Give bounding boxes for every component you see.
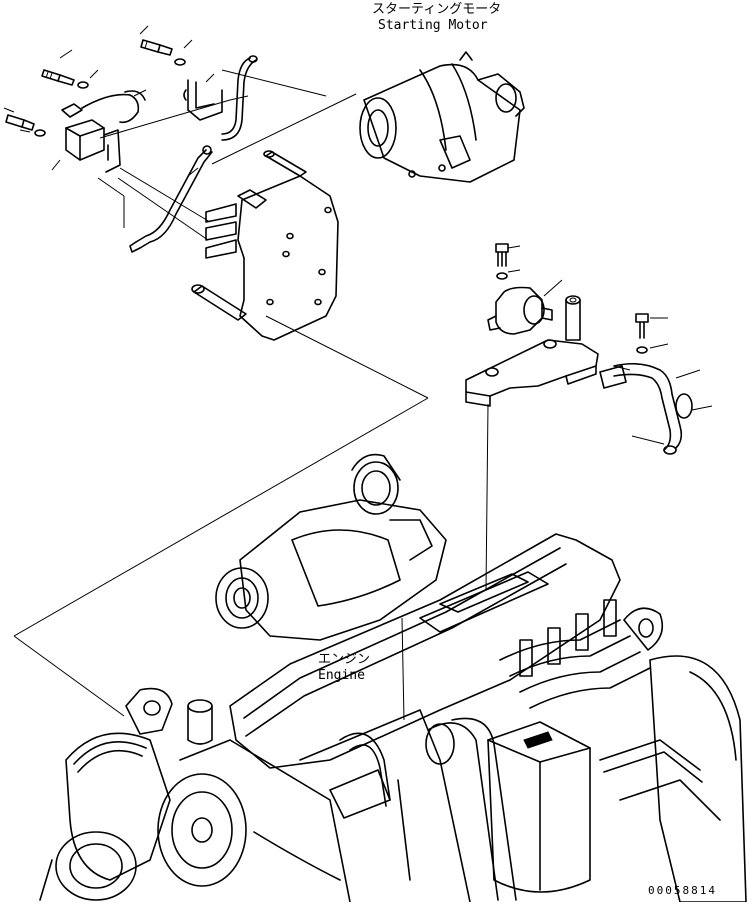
bolt-left bbox=[5, 114, 35, 131]
starting-motor-label-en: Starting Motor bbox=[378, 18, 488, 33]
engine-label-en: Engine bbox=[318, 668, 365, 683]
pipe-elbow bbox=[599, 362, 693, 455]
leader-lines-right bbox=[507, 245, 713, 445]
cable-long bbox=[129, 145, 213, 253]
drawing-number: 00058814 bbox=[648, 884, 717, 897]
upright-post bbox=[565, 295, 581, 341]
leader-lines-left bbox=[3, 25, 249, 177]
bolt-top-left bbox=[41, 69, 75, 86]
mounting-plate bbox=[191, 150, 339, 341]
guide-lines-top bbox=[97, 69, 357, 241]
starting-motor bbox=[359, 51, 525, 183]
bracket-clamp bbox=[183, 79, 223, 121]
bolt-top-mid bbox=[140, 39, 173, 56]
guide-lines-right bbox=[401, 403, 489, 721]
washers bbox=[34, 58, 186, 137]
bolt-right-1 bbox=[495, 243, 509, 280]
sensor-unit bbox=[487, 286, 553, 335]
guide-lines-plate bbox=[13, 315, 429, 717]
cable-top bbox=[221, 55, 258, 141]
starting-motor-label-jp: スターティングモータ bbox=[372, 2, 502, 17]
bracket-right bbox=[465, 339, 599, 407]
wire-harness-small bbox=[61, 90, 146, 124]
engine-label-jp: エンジン bbox=[318, 652, 371, 667]
relay bbox=[65, 119, 121, 173]
engine-assembly bbox=[39, 453, 747, 903]
bolt-right-2 bbox=[635, 313, 649, 354]
